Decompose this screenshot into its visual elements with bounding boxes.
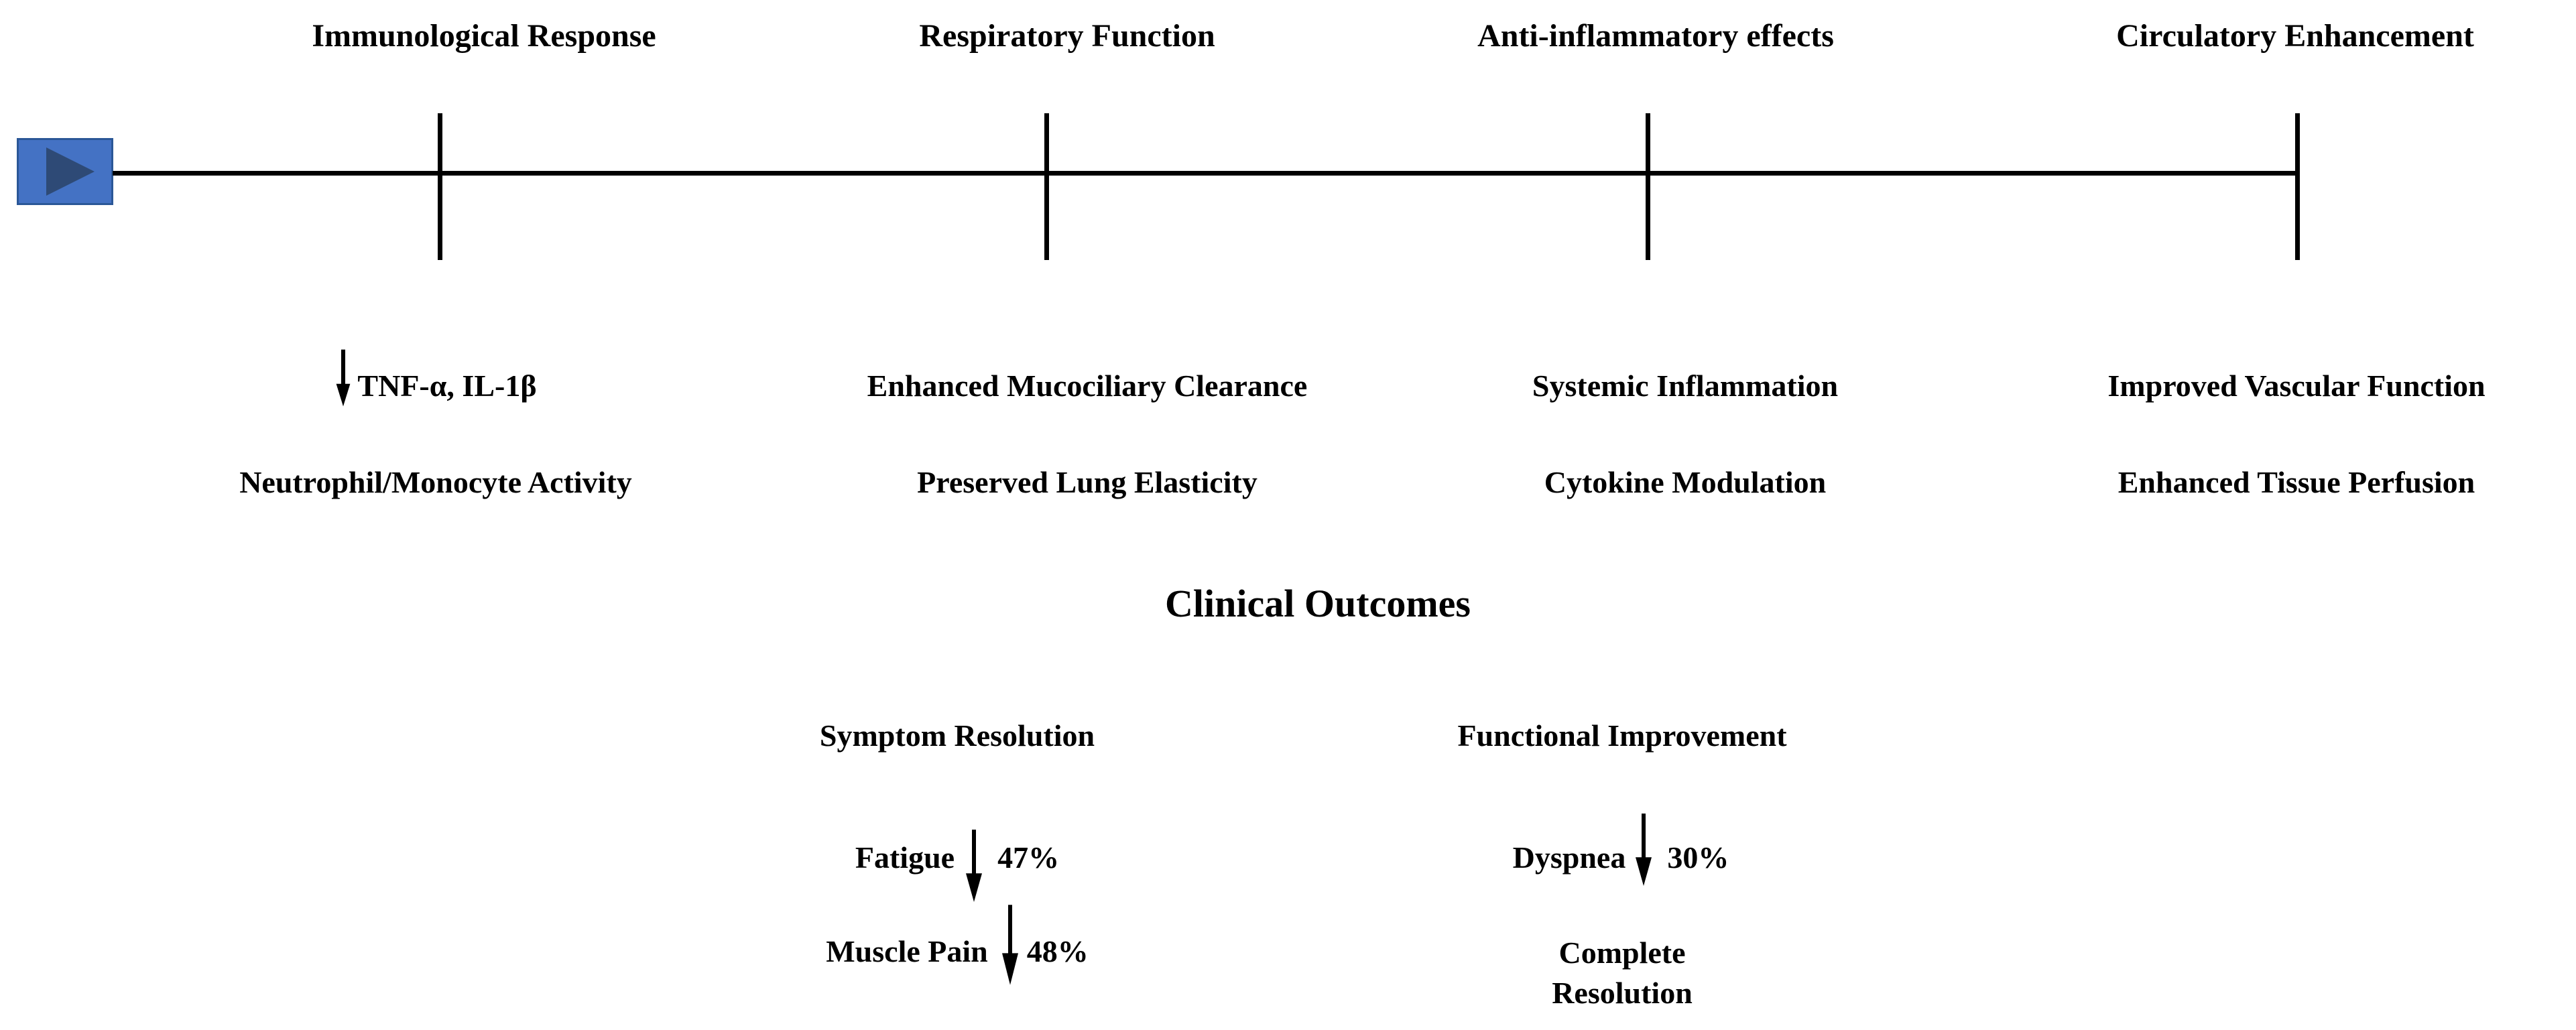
outcome-label: Dyspnea [1512,840,1626,875]
outcome-value: 30% [1667,840,1729,875]
outcome-value: 48% [1026,934,1089,968]
milestone-label-respiratory: Respiratory Function [919,18,1215,54]
effect-cytokine-modulation: Cytokine Modulation [1544,465,1827,499]
timeline-tick [438,113,442,260]
effect-text: TNF-α, IL-1β [357,369,537,403]
down-arrow-icon [1636,814,1652,886]
milestone-label-anti-inflammatory: Anti-inflammatory effects [1477,18,1834,54]
effect-systemic-inflammation: Systemic Inflammation [1532,369,1839,403]
timeline-tick [1646,113,1650,260]
column-header-functional-improvement: Functional Improvement [1457,718,1787,753]
milestone-label-circulatory: Circulatory Enhancement [2116,18,2474,54]
down-arrow-icon [336,349,351,407]
outcome-muscle-pain: Muscle Pain 48% [622,905,1292,986]
outcome-value: 47% [997,840,1060,875]
down-arrow-icon [966,830,983,902]
effect-neutrophil-monocyte: Neutrophil/Monocyte Activity [239,465,632,499]
timeline-start-marker [17,138,113,205]
outcome-label: Fatigue [855,840,955,875]
outcome-label-line1: Complete [1558,936,1686,970]
milestone-label-immunological: Immunological Response [312,18,656,54]
timeline-tick [1044,113,1049,260]
effect-tnf-il1b: TNF-α, IL-1β [101,349,771,407]
effect-lung-elasticity: Preserved Lung Elasticity [917,465,1258,499]
play-icon [46,147,95,196]
outcome-label: Muscle Pain [826,934,988,968]
timeline-tick [2295,113,2300,260]
outcome-label-line2: Resolution [1552,976,1693,1010]
effect-mucociliary: Enhanced Mucociliary Clearance [867,369,1308,403]
down-arrow-icon [1001,905,1018,985]
outcome-complete-resolution: Complete Resolution [1287,933,1957,1013]
outcome-dyspnea: Dyspnea 30% [1286,814,1956,887]
outcome-fatigue: Fatigue 47% [622,830,1292,903]
effect-tissue-perfusion: Enhanced Tissue Perfusion [2118,465,2475,499]
timeline-line [113,171,2299,176]
effect-vascular-function: Improved Vascular Function [2107,369,2486,403]
column-header-symptom-resolution: Symptom Resolution [819,718,1095,753]
clinical-outcomes-title: Clinical Outcomes [1165,582,1471,625]
